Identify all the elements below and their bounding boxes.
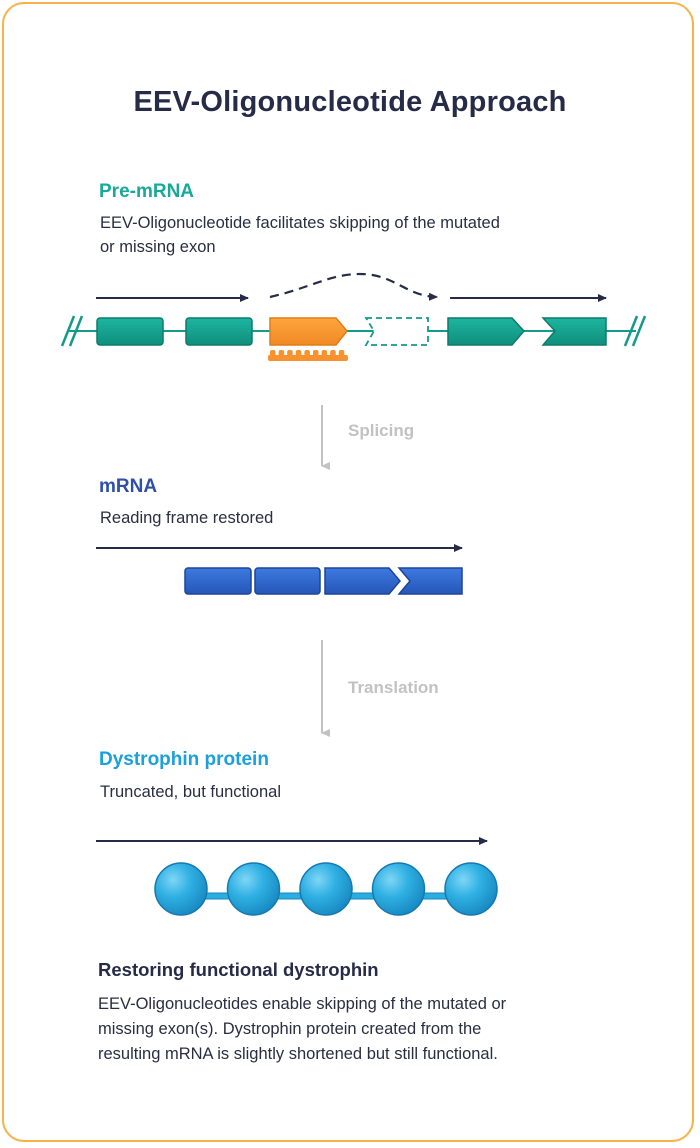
- translation-label: Translation: [348, 678, 439, 697]
- break-mark-left: [60, 315, 76, 347]
- oligo-tooth: [295, 350, 302, 357]
- summary-line1: EEV-Oligonucleotides enable skipping of …: [98, 995, 507, 1013]
- mrna-description: Reading frame restored: [100, 509, 274, 527]
- break-mark-right: [623, 315, 639, 347]
- pre-mrna-heading: Pre-mRNA: [99, 181, 195, 202]
- summary-line2: missing exon(s). Dystrophin protein crea…: [98, 1020, 482, 1038]
- pre-mrna-description-line1: EEV-Oligonucleotide facilitates skipping…: [100, 214, 500, 232]
- mrna-exon-4: [397, 567, 463, 595]
- protein-heading: Dystrophin protein: [99, 749, 269, 770]
- mrna-exon-2: [254, 567, 321, 595]
- oligo-tooth: [313, 350, 319, 357]
- dystrophin-protein-chain: [154, 862, 498, 916]
- protein-description: Truncated, but functional: [100, 783, 282, 801]
- exon-1: [96, 317, 164, 346]
- mrna-exon-3: [324, 567, 401, 595]
- exon-5: [447, 317, 526, 346]
- oligo-tooth: [304, 350, 310, 357]
- skip-arrow-dashed: [269, 272, 438, 301]
- eev-oligonucleotide: [268, 350, 348, 361]
- protein-bead: [226, 862, 281, 916]
- oligo-tooth: [270, 350, 276, 357]
- mutated-exon-orange: [269, 317, 348, 346]
- splicing-label: Splicing: [348, 421, 415, 440]
- exon-6: [541, 317, 607, 346]
- oligo-tooth: [287, 350, 293, 357]
- page-title: EEV-Oligonucleotide Approach: [133, 86, 567, 118]
- oligo-tooth: [278, 350, 285, 357]
- summary-line3: resulting mRNA is slightly shortened but…: [98, 1045, 498, 1063]
- oligo-tooth: [321, 350, 328, 357]
- oligo-tooth: [338, 350, 345, 357]
- protein-bead: [444, 862, 498, 916]
- exon-2: [185, 317, 253, 346]
- protein-bead: [154, 862, 208, 916]
- pre-mrna-description-line2: or missing exon: [100, 238, 216, 256]
- protein-bead: [299, 862, 353, 916]
- mrna-exon-1: [184, 567, 252, 595]
- oligo-tooth: [330, 350, 336, 357]
- summary-heading: Restoring functional dystrophin: [98, 959, 379, 980]
- skipped-exon-dashed: [364, 317, 429, 346]
- protein-bead: [371, 862, 426, 916]
- mrna-heading: mRNA: [99, 476, 158, 497]
